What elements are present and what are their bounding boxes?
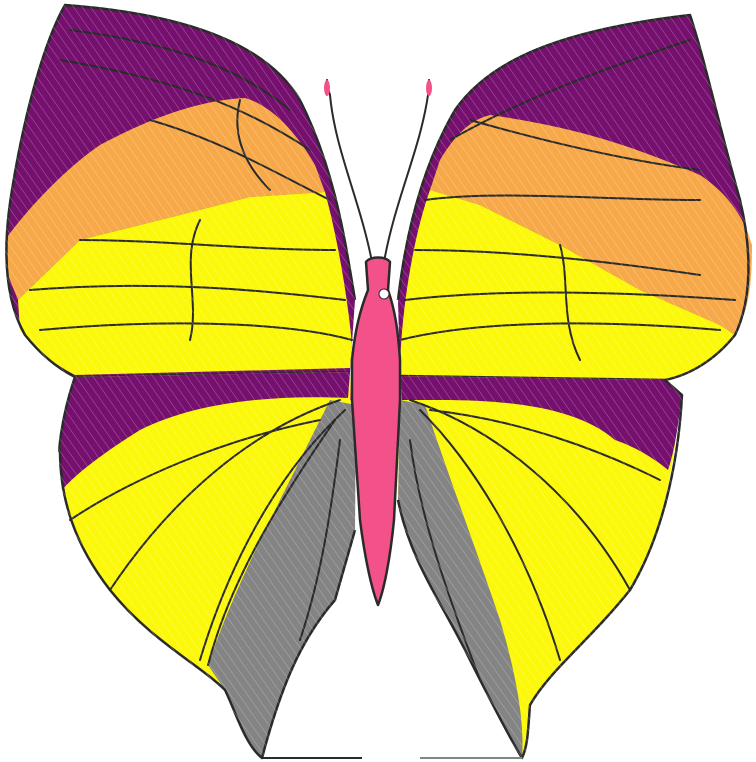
left-forewing	[5, 3, 357, 379]
left-hindwing	[58, 372, 357, 760]
abdomen	[352, 400, 400, 605]
antennae	[324, 79, 432, 263]
thorax	[350, 290, 402, 400]
left-antenna-tip	[324, 80, 330, 96]
butterfly-body	[350, 256, 402, 607]
right-antenna-tip	[426, 80, 432, 96]
eye	[378, 288, 390, 300]
head	[366, 257, 390, 290]
